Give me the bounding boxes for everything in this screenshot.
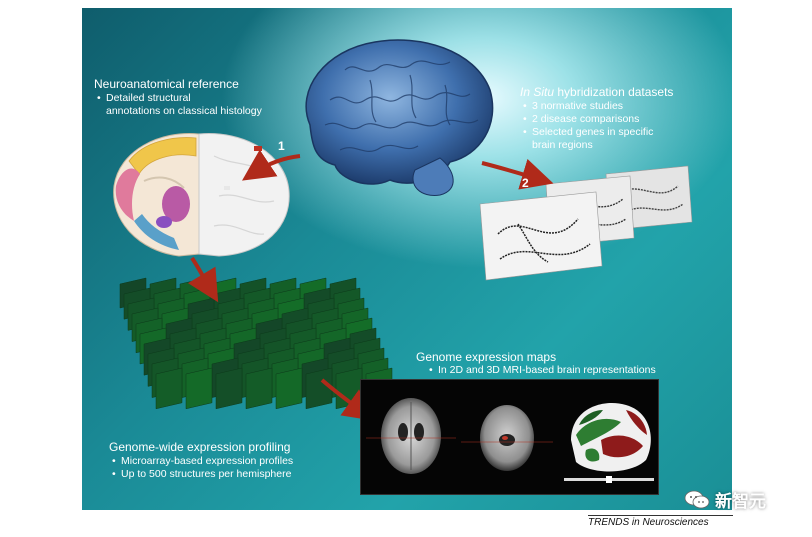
arrow-step-1: [242, 149, 301, 181]
profiling-bullets: Microarray-based expression profiles Up …: [109, 455, 349, 481]
list-item: 2 disease comparisons: [523, 113, 720, 126]
microarray-plate: [185, 367, 213, 410]
watermark-text: 新智元: [715, 492, 766, 511]
figure-panel: 1 2 Neuroanatomical reference Detailed s…: [82, 8, 732, 510]
journal-credit: TRENDS in Neurosciences: [588, 517, 709, 528]
mri-viewer-panel: [360, 379, 659, 495]
in-situ-title: In Situ hybridization datasets: [520, 85, 674, 99]
arrow-step-2: [481, 158, 554, 190]
microarray-grid: [119, 277, 393, 410]
microarray-plate: [215, 367, 243, 410]
genome-maps-bullets: In 2D and 3D MRI-based brain representat…: [426, 364, 716, 377]
in-situ-block: In Situ hybridization datasets 3 normati…: [520, 86, 720, 152]
footer-rule: [588, 515, 733, 516]
neuro-reference-bullets: Detailed structural annotations on class…: [94, 92, 294, 118]
brain-illustration: [305, 39, 494, 196]
microarray-plate: [305, 367, 333, 410]
in-situ-slides: [479, 165, 693, 281]
microarray-plate: [155, 367, 183, 410]
microarray-plate: [275, 367, 303, 410]
neuro-bullet: Detailed structural annotations on class…: [97, 92, 294, 118]
list-item: Microarray-based expression profiles: [112, 455, 349, 468]
list-item: 3 normative studies: [523, 100, 720, 113]
profiling-title: Genome-wide expression profiling: [109, 440, 291, 454]
genome-maps-title: Genome expression maps: [416, 350, 557, 364]
step-1-label: 1: [278, 139, 285, 153]
profiling-block: Genome-wide expression profiling Microar…: [109, 440, 349, 482]
neuro-reference-block: Neuroanatomical reference Detailed struc…: [94, 78, 294, 118]
watermark: 新智元: [684, 487, 766, 512]
microarray-plate: [245, 367, 273, 410]
in-situ-bullets: 3 normative studies 2 disease comparison…: [520, 100, 720, 152]
genome-maps-block: Genome expression maps In 2D and 3D MRI-…: [416, 350, 716, 378]
mri-images: [366, 398, 654, 483]
neuro-reference-title: Neuroanatomical reference: [94, 77, 239, 91]
list-item: In 2D and 3D MRI-based brain representat…: [429, 364, 716, 377]
coronal-brain-section: [113, 133, 290, 257]
wechat-bubble-icon: [684, 490, 710, 508]
list-item: Selected genes in specific brain regions: [523, 126, 720, 152]
step-2-label: 2: [522, 176, 529, 190]
list-item: Up to 500 structures per hemisphere: [112, 468, 349, 481]
arrow-to-microarray: [187, 256, 219, 303]
